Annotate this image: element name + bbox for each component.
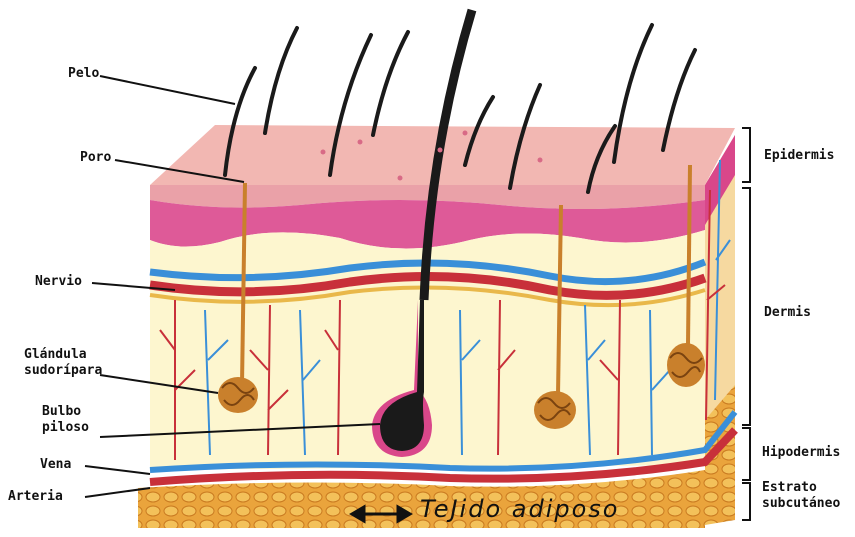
bracket-epidermis (742, 128, 750, 182)
label-poro: Poro (80, 150, 111, 166)
layer-hipodermis: Hipodermis (762, 445, 840, 461)
leader-pelo (100, 76, 235, 104)
layer-dermis: Dermis (764, 305, 811, 321)
layer-epidermis: Epidermis (764, 148, 834, 164)
leader-vena (85, 466, 150, 474)
label-vena: Vena (40, 457, 71, 473)
layer-subcutaneo-line2: subcutáneo (762, 496, 840, 512)
layer-subcutaneo-line1: Estrato (762, 480, 817, 496)
label-bulbo-line2: piloso (42, 420, 89, 436)
bracket-dermis (742, 188, 750, 425)
layer-brackets (742, 128, 750, 520)
label-bulbo-line1: Bulbo (42, 404, 81, 420)
label-glandula-line1: Glándula (24, 347, 87, 363)
label-glandula-line2: sudorípara (24, 363, 102, 379)
annotation-tejido-adiposo: TeJido adiposo (420, 495, 619, 523)
label-nervio: Nervio (35, 274, 82, 290)
bracket-subcutaneo (742, 483, 750, 520)
label-pelo: Pelo (68, 66, 99, 82)
label-arteria: Arteria (8, 489, 63, 505)
bracket-hipodermis (742, 428, 750, 480)
